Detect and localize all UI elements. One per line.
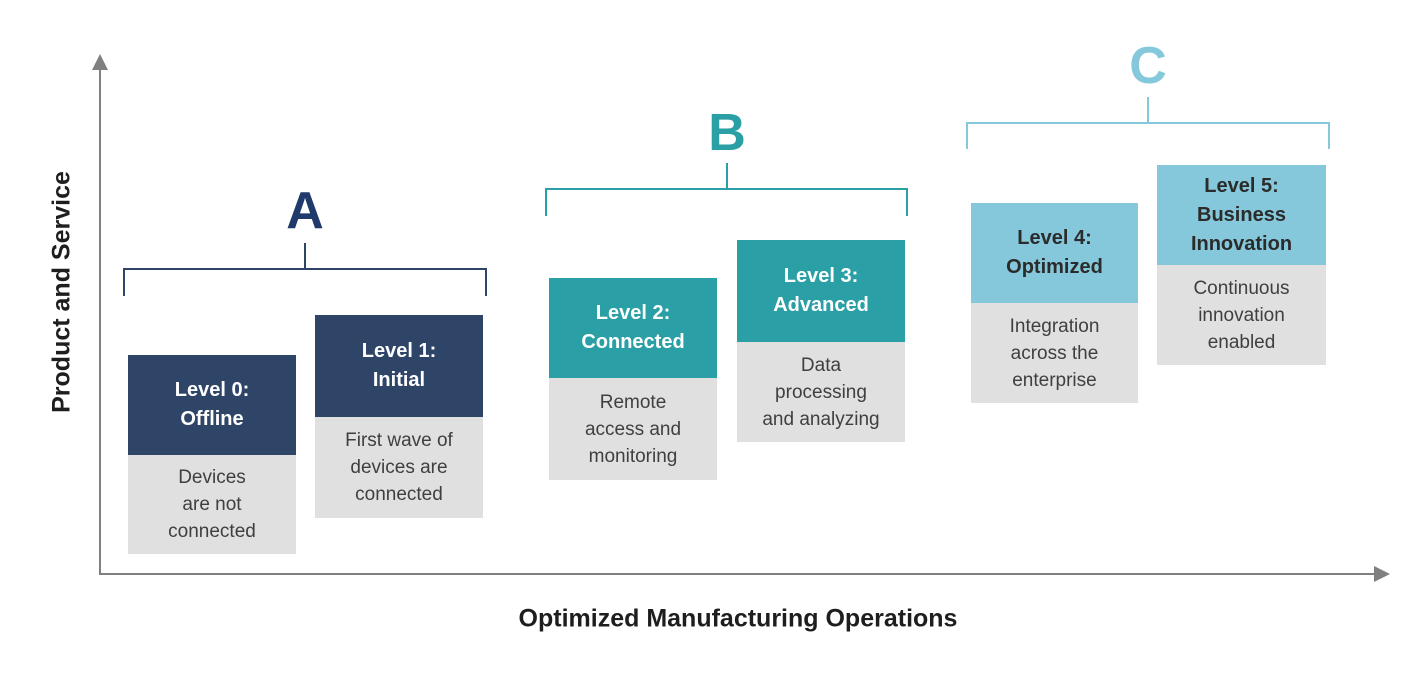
level-3-box: Level 3: Advanced Data processing and an…: [737, 240, 905, 442]
level-5-title: Level 5: Business Innovation: [1157, 165, 1326, 265]
level-2-description: Remote access and monitoring: [549, 378, 717, 480]
group-c-bracket-stem: [1147, 97, 1149, 123]
level-4-title: Level 4: Optimized: [971, 203, 1138, 303]
level-5-box: Level 5: Business Innovation Continuous …: [1157, 165, 1326, 365]
y-axis-label: Product and Service: [47, 171, 76, 413]
level-2-box: Level 2: Connected Remote access and mon…: [549, 278, 717, 480]
level-0-description: Devices are not connected: [128, 455, 296, 554]
group-c-bracket: [966, 122, 1330, 149]
level-4-box: Level 4: Optimized Integration across th…: [971, 203, 1138, 403]
group-a-bracket: [123, 268, 487, 296]
level-1-description: First wave of devices are connected: [315, 417, 483, 518]
group-c-label: C: [1129, 37, 1167, 95]
level-3-title: Level 3: Advanced: [737, 240, 905, 342]
group-b-bracket-stem: [726, 163, 728, 189]
level-3-description: Data processing and analyzing: [737, 342, 905, 442]
group-a-label: A: [286, 182, 324, 240]
y-axis-line: [99, 62, 101, 575]
group-a-bracket-stem: [304, 243, 306, 269]
level-0-title: Level 0: Offline: [128, 355, 296, 455]
level-2-title: Level 2: Connected: [549, 278, 717, 378]
level-0-box: Level 0: Offline Devices are not connect…: [128, 355, 296, 554]
level-4-description: Integration across the enterprise: [971, 303, 1138, 403]
level-1-title: Level 1: Initial: [315, 315, 483, 417]
level-1-box: Level 1: Initial First wave of devices a…: [315, 315, 483, 518]
group-b-bracket: [545, 188, 908, 216]
group-b-label: B: [708, 104, 746, 162]
arrow-up-icon: [92, 54, 108, 70]
x-axis-label: Optimized Manufacturing Operations: [518, 604, 958, 633]
arrow-right-icon: [1374, 566, 1390, 582]
level-5-description: Continuous innovation enabled: [1157, 265, 1326, 365]
x-axis-line: [100, 573, 1380, 575]
